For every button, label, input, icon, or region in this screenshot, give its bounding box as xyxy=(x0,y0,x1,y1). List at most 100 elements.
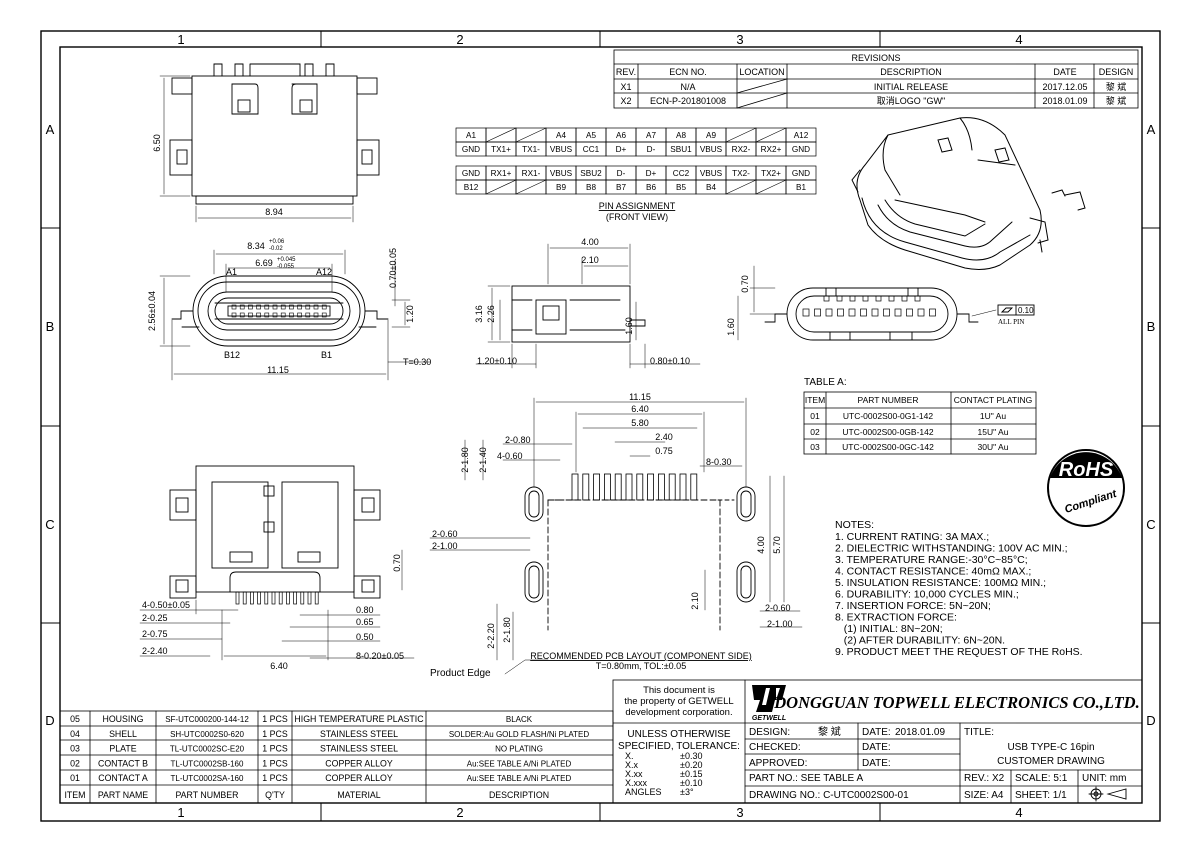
col-label: 2 xyxy=(456,805,463,820)
bom-header: MATERIAL xyxy=(337,790,380,800)
dim-label: 3.16 xyxy=(474,305,484,323)
contact-pin xyxy=(280,304,286,310)
empty-cell-slash xyxy=(515,179,547,195)
smt-pin xyxy=(300,591,305,605)
bom-cell: COPPER ALLOY xyxy=(325,758,393,768)
rev-cell: ECN-P-201801008 xyxy=(650,96,726,106)
pin-ref: A12 xyxy=(316,267,332,277)
bom-cell: 1 PCS xyxy=(262,714,288,724)
company-name: DONGGUAN TOPWELL ELECTRONICS CO.,LTD. xyxy=(773,693,1139,712)
dim-label: 6.50 xyxy=(152,134,162,152)
table-a-header: PART NUMBER xyxy=(858,395,919,405)
contact-pin xyxy=(256,312,261,318)
bom-cell: 1 PCS xyxy=(262,729,288,739)
contact-pin xyxy=(929,308,936,317)
bom-cell: 1 PCS xyxy=(262,773,288,783)
drawing-number: DRAWING NO.: C-UTC0002S00-01 xyxy=(749,790,909,801)
bom-cell: 1 PCS xyxy=(262,744,288,754)
contact-pin xyxy=(860,308,867,317)
dim-label: 4.00 xyxy=(756,536,766,554)
pin-label: GND xyxy=(462,169,480,178)
smt-pin xyxy=(286,591,290,605)
dim-label: 5.80 xyxy=(631,418,649,428)
frame-labels: 1 2 3 4 1 2 3 4 A B C D A B C D xyxy=(45,32,1155,820)
bom-cell: TL-UTC0002SB-160 xyxy=(171,759,244,768)
bom-cell: Au:SEE TABLE A/Ni PLATED xyxy=(467,774,572,783)
contact-pin xyxy=(239,312,245,318)
tolerance-value: ±0.15 xyxy=(680,769,702,779)
pin-label: A4 xyxy=(556,131,566,140)
smt-pin xyxy=(271,591,276,605)
rohs-label: RoHS xyxy=(1059,459,1114,481)
rev-header: REV. xyxy=(616,67,636,77)
unit-value: UNIT: mm xyxy=(1082,773,1126,784)
property-line: This document is xyxy=(643,685,715,696)
bom-cell: 02 xyxy=(70,758,80,768)
pin-label: D- xyxy=(647,145,656,154)
contact-pin xyxy=(848,308,856,317)
contact-pin xyxy=(256,304,261,310)
pin-label: VBUS xyxy=(700,145,723,154)
col-label: 1 xyxy=(177,32,184,47)
pcb-pad xyxy=(636,473,644,501)
smt-pin xyxy=(264,591,269,605)
bottom-view-drawing xyxy=(139,465,415,661)
table-a-cell: 01 xyxy=(810,411,820,421)
bom-cell: TL-UTC0002SA-160 xyxy=(171,774,244,783)
bom-cell: 03 xyxy=(70,744,80,754)
dim-label: 0.75 xyxy=(655,446,673,456)
contact-tail xyxy=(862,295,869,302)
tolerance-value: ±0.20 xyxy=(680,760,702,770)
bom-cell: STAINLESS STEEL xyxy=(320,729,398,739)
smt-pin xyxy=(314,591,319,605)
bom-header: ITEM xyxy=(64,790,85,800)
bom-cell: 05 xyxy=(70,714,80,724)
table-a-cell: 02 xyxy=(810,427,820,437)
empty-cell-slash xyxy=(485,127,517,143)
dim-label: 8.94 xyxy=(265,207,283,217)
table-a-cell: 03 xyxy=(810,442,820,452)
dim-label: 0.70 xyxy=(740,275,750,293)
pcb-pad xyxy=(690,473,698,501)
dim-label: 2-1.80 xyxy=(502,617,512,643)
dim-label: 2-0.60 xyxy=(765,603,791,613)
property-line: the property of GETWELL xyxy=(624,696,733,707)
bom-cell: STAINLESS STEEL xyxy=(320,744,398,754)
dim-label: 11.15 xyxy=(267,365,289,375)
empty-cell-slash xyxy=(515,127,547,143)
pin-label: GND xyxy=(462,145,480,154)
note-line: 5. INSULATION RESISTANCE: 100MΩ MIN.; xyxy=(835,577,1046,589)
contact-pin xyxy=(837,308,844,317)
bom-cell: HOUSING xyxy=(102,714,143,724)
bom-cell: SH-UTC0002S0-620 xyxy=(170,730,244,739)
bom-cell: 01 xyxy=(70,773,80,783)
pin-label: B9 xyxy=(556,183,566,192)
pin-label: B8 xyxy=(586,183,596,192)
tolerance-heading: SPECIFIED, TOLERANCE: xyxy=(618,741,740,752)
rev-header: DESIGN xyxy=(1099,67,1134,77)
contact-pin xyxy=(894,308,902,317)
pin-label: D+ xyxy=(646,169,657,178)
bom-cell: NO PLATING xyxy=(495,745,543,754)
flatness-note: ALL PIN xyxy=(998,318,1024,326)
smt-pin xyxy=(257,591,261,605)
pin-label: D- xyxy=(617,169,626,178)
contact-tail xyxy=(888,295,895,302)
col-label: 3 xyxy=(736,805,743,820)
dim-label: 0.65 xyxy=(356,617,374,627)
rev-cell: 取消LOGO "GW" xyxy=(877,95,945,106)
dim-label: 6.40 xyxy=(631,404,649,414)
pin-cell xyxy=(785,141,817,157)
date-label: DATE: xyxy=(862,742,891,753)
note-line: 9. PRODUCT MEET THE REQUEST OF THE RoHS. xyxy=(835,646,1083,658)
empty-cell-slash xyxy=(485,179,517,195)
dim-label: 2-2.40 xyxy=(142,646,168,656)
smt-pin xyxy=(235,591,240,605)
contact-pin xyxy=(802,308,810,317)
dim-label: 2-0.80 xyxy=(505,435,531,445)
contact-pin xyxy=(321,312,327,318)
bom-cell: TL-UTC0002SC-E20 xyxy=(170,745,245,754)
dim-tol: -0.02 xyxy=(269,246,283,252)
row-label: D xyxy=(1146,713,1155,728)
